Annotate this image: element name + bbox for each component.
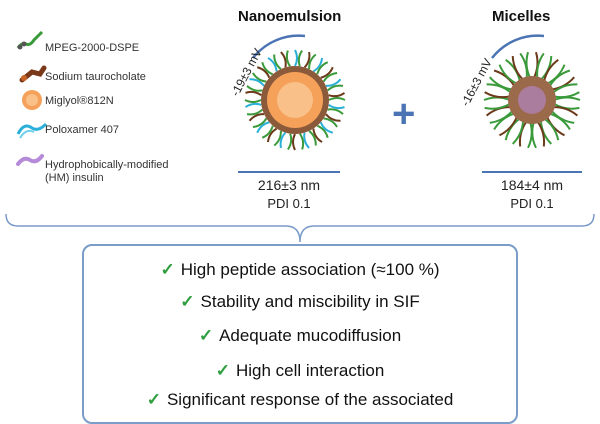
insulin-icon — [16, 154, 44, 166]
benefit-item: ✓Adequate mucodiffusion — [198, 326, 402, 345]
legend-icons — [16, 30, 48, 166]
benefit-item: ✓Significant response of the associated — [146, 390, 454, 409]
check-icon: ✓ — [160, 260, 175, 279]
benefit-item: ✓High peptide association (≈100 %) — [160, 260, 440, 279]
legend-label-miglyol: Miglyol®812N — [45, 95, 114, 107]
nanoemulsion-particle — [244, 34, 346, 151]
nanoemulsion-size-line — [238, 171, 340, 173]
benefit-item: ✓Stability and miscibility in SIF — [180, 292, 420, 311]
nanoemulsion-pdi: PDI 0.1 — [267, 196, 311, 211]
micelles-size: 184±4 nm — [500, 177, 564, 193]
legend-label-taurocholate: Sodium taurocholate — [45, 71, 146, 83]
poloxamer-icon — [16, 122, 48, 139]
nanoemulsion-shell — [244, 49, 346, 151]
micelles-pdi: PDI 0.1 — [510, 196, 554, 211]
nanoemulsion-title: Nanoemulsion — [238, 8, 342, 25]
micelle-particle — [483, 34, 581, 149]
check-icon: ✓ — [180, 292, 195, 311]
peg-lipid-icon — [16, 30, 44, 50]
check-icon: ✓ — [198, 326, 214, 345]
micelles-size-line — [482, 171, 582, 173]
check-icon: ✓ — [215, 361, 230, 380]
legend-label-poloxamer: Poloxamer 407 — [45, 124, 119, 136]
legend-label-peg: MPEG-2000-DSPE — [45, 42, 140, 54]
zeta-arc — [491, 34, 545, 59]
micelles-title: Micelles — [492, 8, 551, 25]
grouping-brace — [5, 213, 595, 243]
oil-droplet-icon — [22, 90, 42, 110]
benefit-item: ✓High cell interaction — [215, 361, 385, 380]
taurocholate-icon — [19, 65, 47, 83]
nanoemulsion-size: 216±3 nm — [257, 177, 321, 193]
legend-label-insulin: Hydrophobically-modified (HM) insulin — [45, 159, 169, 184]
micelle-shell — [483, 51, 581, 149]
zeta-arc — [252, 34, 306, 59]
plus-sign: + — [392, 92, 416, 136]
